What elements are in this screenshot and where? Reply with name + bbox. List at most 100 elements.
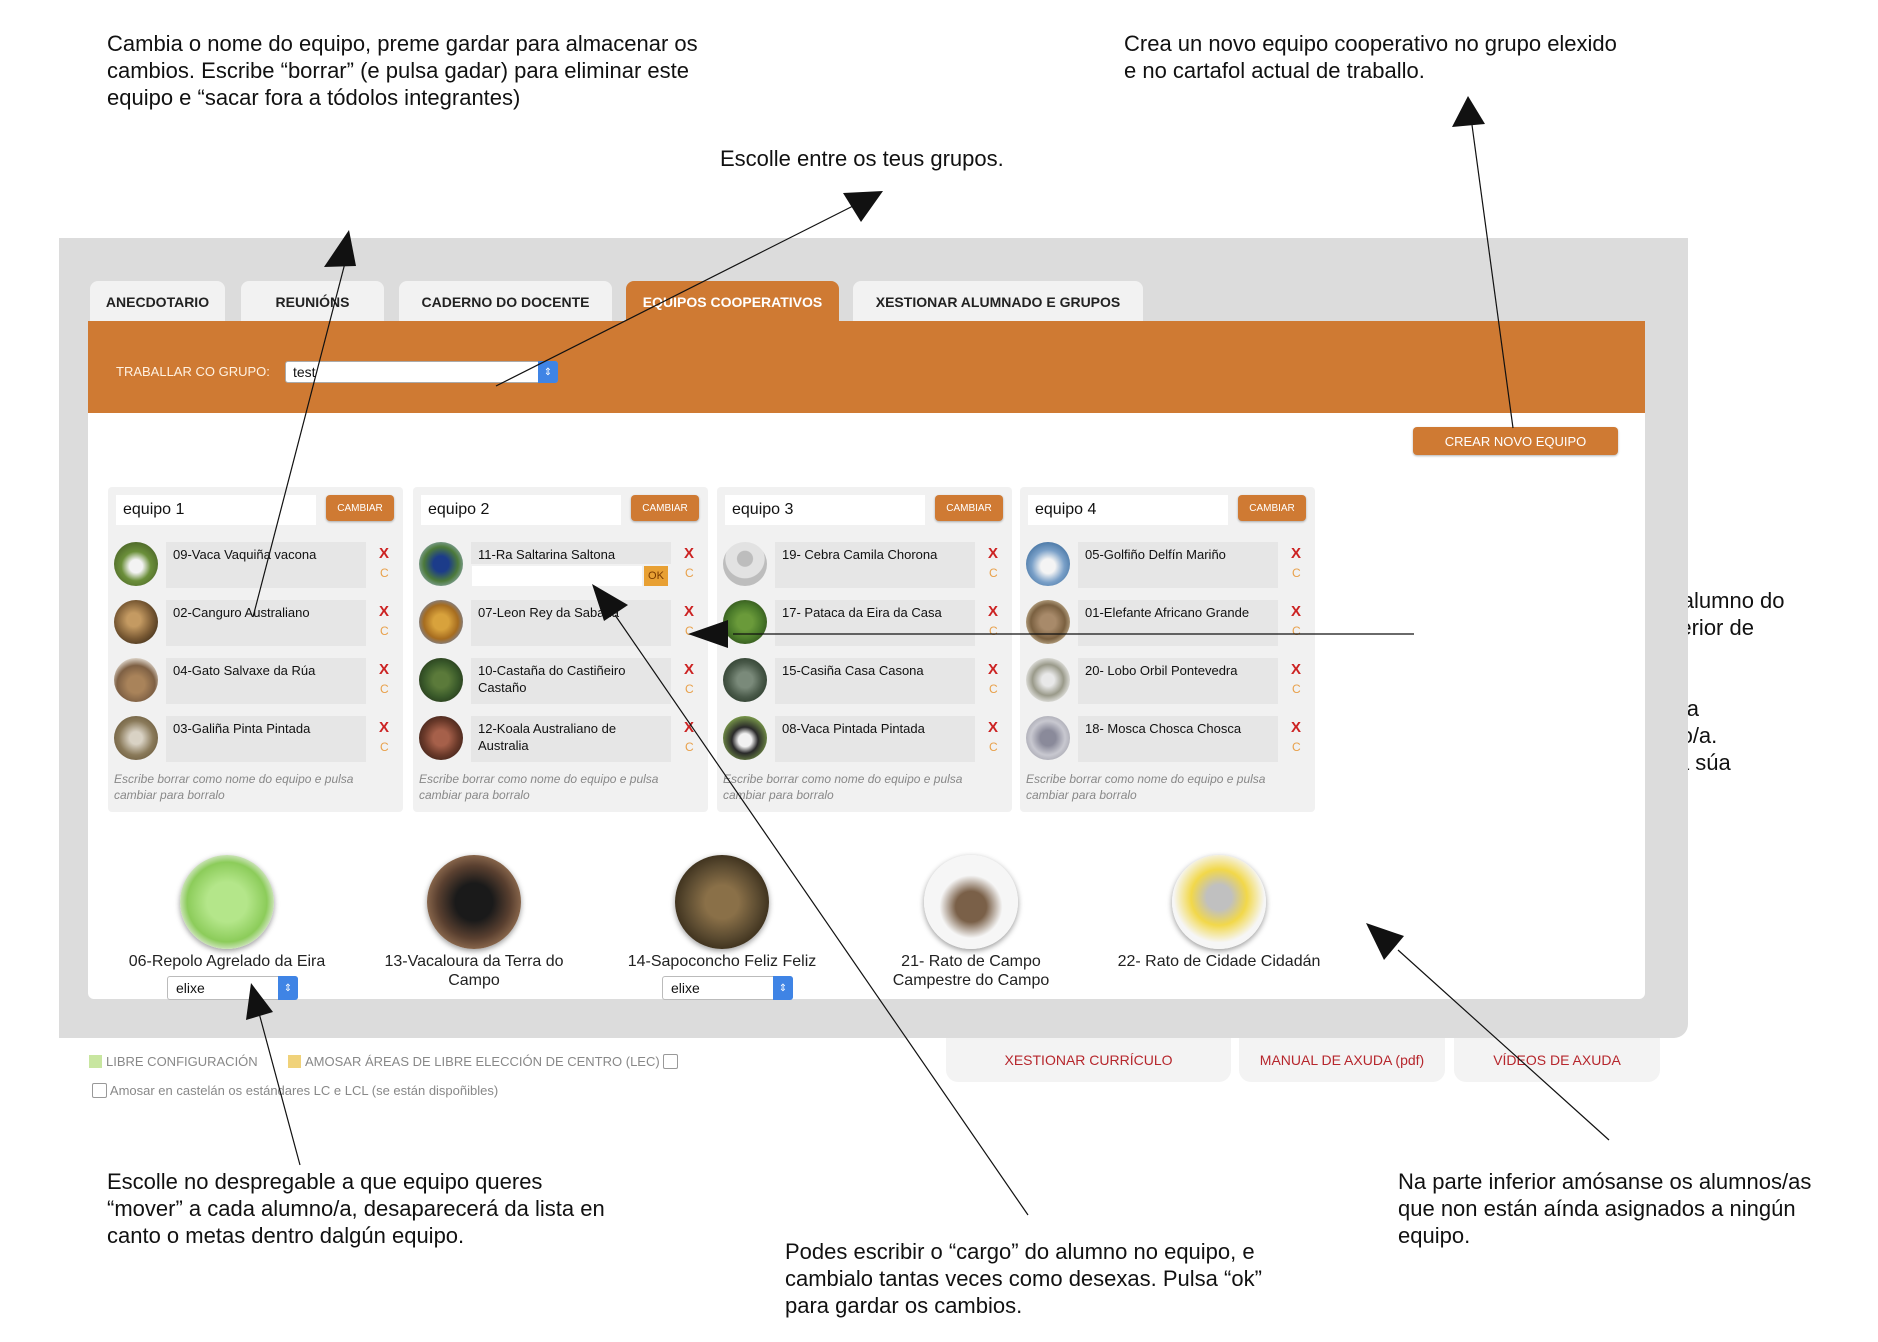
member-name: 15-Casiña Casa Casona (775, 658, 975, 704)
student-name: 13-Vacaloura da Terra do Campo (384, 953, 564, 989)
member-name: 19- Cebra Camila Chorona (775, 542, 975, 588)
student-photo[interactable] (723, 658, 767, 702)
remove-member-button[interactable]: X (684, 603, 695, 620)
tab-anecdotario[interactable]: ANECDOTARIO (90, 281, 225, 323)
cargo-ok-button[interactable]: OK (644, 566, 668, 586)
student-photo[interactable] (1026, 658, 1070, 702)
student-photo[interactable] (419, 600, 463, 644)
student-photo[interactable] (419, 716, 463, 760)
toggle-cargo-button[interactable]: C (1292, 624, 1301, 638)
team-select[interactable]: elixe ⇕ (167, 976, 298, 1000)
toggle-cargo-button[interactable]: C (989, 624, 998, 638)
lec-checkbox[interactable] (663, 1054, 679, 1069)
xestionar-curriculo-link[interactable]: XESTIONAR CURRÍCULO (946, 1038, 1231, 1082)
toggle-cargo-button[interactable]: C (380, 740, 389, 754)
student-name: 06-Repolo Agrelado da Eira (128, 953, 326, 970)
remove-member-button[interactable]: X (379, 719, 390, 736)
remove-member-button[interactable]: X (684, 545, 695, 562)
member-row: 07-Leon Rey da Sabana X C (419, 600, 701, 648)
student-photo[interactable] (114, 716, 158, 760)
delete-hint: Escribe borrar como nome do equipo e pul… (723, 772, 963, 802)
tab-xestionar-alumnado[interactable]: XESTIONAR ALUMNADO E GRUPOS (853, 281, 1143, 323)
tab-equipos-cooperativos[interactable]: EQUIPOS COOPERATIVOS (626, 281, 839, 323)
create-team-button[interactable]: CREAR NOVO EQUIPO (1413, 427, 1618, 455)
remove-member-button[interactable]: X (1291, 661, 1302, 678)
change-team-button[interactable]: CAMBIAR (631, 495, 699, 521)
cargo-input[interactable] (472, 566, 642, 586)
member-row: 03-Galiña Pinta Pintada X C (114, 716, 396, 764)
student-photo[interactable] (114, 600, 158, 644)
team-select[interactable]: elixe ⇕ (662, 976, 793, 1000)
student-photo[interactable] (114, 658, 158, 702)
toggle-cargo-button[interactable]: C (380, 566, 389, 580)
student-photo[interactable] (427, 855, 521, 949)
student-photo[interactable] (114, 542, 158, 586)
remove-member-button[interactable]: X (379, 603, 390, 620)
member-name: 10-Castaña do Castiñeiro Castaño (471, 658, 671, 704)
member-row: 19- Cebra Camila Chorona X C (723, 542, 1005, 590)
member-row: 05-Golfiño Delfín Mariño X C (1026, 542, 1308, 590)
student-photo[interactable] (675, 855, 769, 949)
remove-member-button[interactable]: X (988, 603, 999, 620)
student-photo[interactable] (1026, 600, 1070, 644)
toggle-cargo-button[interactable]: C (685, 740, 694, 754)
chevron-updown-icon: ⇕ (773, 976, 793, 1000)
toggle-cargo-button[interactable]: C (989, 682, 998, 696)
remove-member-button[interactable]: X (379, 661, 390, 678)
toggle-cargo-button[interactable]: C (685, 682, 694, 696)
remove-member-button[interactable]: X (988, 545, 999, 562)
remove-member-button[interactable]: X (1291, 719, 1302, 736)
change-team-button[interactable]: CAMBIAR (1238, 495, 1306, 521)
remove-member-button[interactable]: X (379, 545, 390, 562)
toggle-cargo-button[interactable]: C (1292, 740, 1301, 754)
toggle-cargo-button[interactable]: C (989, 566, 998, 580)
student-photo[interactable] (180, 855, 274, 949)
group-select[interactable]: test ⇕ (285, 361, 558, 383)
toggle-cargo-button[interactable]: C (380, 682, 389, 696)
team-select-value: elixe (176, 980, 205, 996)
toggle-cargo-button[interactable]: C (685, 566, 694, 580)
toggle-cargo-button[interactable]: C (685, 624, 694, 638)
remove-member-button[interactable]: X (988, 661, 999, 678)
user-placeholder-icon[interactable] (723, 542, 767, 586)
team-card-4: equipo 4 CAMBIAR 05-Golfiño Delfín Mariñ… (1020, 487, 1315, 812)
toggle-cargo-button[interactable]: C (1292, 682, 1301, 696)
student-photo[interactable] (419, 658, 463, 702)
change-team-button[interactable]: CAMBIAR (935, 495, 1003, 521)
student-photo[interactable] (419, 542, 463, 586)
legend-free: LIBRE CONFIGURACIÓN (89, 1054, 258, 1069)
toggle-cargo-button[interactable]: C (1292, 566, 1301, 580)
member-name: 01-Elefante Africano Grande (1078, 600, 1278, 646)
student-photo[interactable] (1026, 542, 1070, 586)
remove-member-button[interactable]: X (684, 719, 695, 736)
team-name-input[interactable]: equipo 3 (725, 495, 925, 525)
castellan-label: Amosar en castelán os estándares LC e LC… (109, 1083, 499, 1098)
team-name-input[interactable]: equipo 1 (116, 495, 316, 525)
remove-member-button[interactable]: X (1291, 545, 1302, 562)
annotation-move-select: Escolle no despregable a que equipo quer… (107, 1169, 605, 1248)
member-row: 10-Castaña do Castiñeiro Castaño X C (419, 658, 701, 706)
team-name-input[interactable]: equipo 4 (1028, 495, 1228, 525)
student-photo[interactable] (924, 855, 1018, 949)
manual-axuda-link[interactable]: MANUAL DE AXUDA (pdf) (1239, 1038, 1445, 1082)
member-name: 09-Vaca Vaquiña vacona (166, 542, 366, 588)
student-photo[interactable] (1026, 716, 1070, 760)
team-name-input[interactable]: equipo 2 (421, 495, 621, 525)
videos-axuda-link[interactable]: VÍDEOS DE AXUDA (1454, 1038, 1660, 1082)
student-photo[interactable] (723, 716, 767, 760)
toggle-cargo-button[interactable]: C (380, 624, 389, 638)
student-photo[interactable] (1172, 855, 1266, 949)
remove-member-button[interactable]: X (1291, 603, 1302, 620)
remove-member-button[interactable]: X (988, 719, 999, 736)
student-name: 21- Rato de Campo Campestre do Campo (892, 953, 1050, 989)
toggle-cargo-button[interactable]: C (989, 740, 998, 754)
tab-reunions[interactable]: REUNIÓNS (241, 281, 384, 323)
member-row: 11-Ra Saltarina Saltona OK X C (419, 542, 701, 590)
member-name: 20- Lobo Orbil Pontevedra (1078, 658, 1278, 704)
castellan-checkbox[interactable] (92, 1083, 107, 1098)
tab-caderno-docente[interactable]: CADERNO DO DOCENTE (399, 281, 612, 323)
change-team-button[interactable]: CAMBIAR (326, 495, 394, 521)
unassigned-student: 22- Rato de Cidade Cidadán (1109, 855, 1329, 995)
student-photo[interactable] (723, 600, 767, 644)
remove-member-button[interactable]: X (684, 661, 695, 678)
